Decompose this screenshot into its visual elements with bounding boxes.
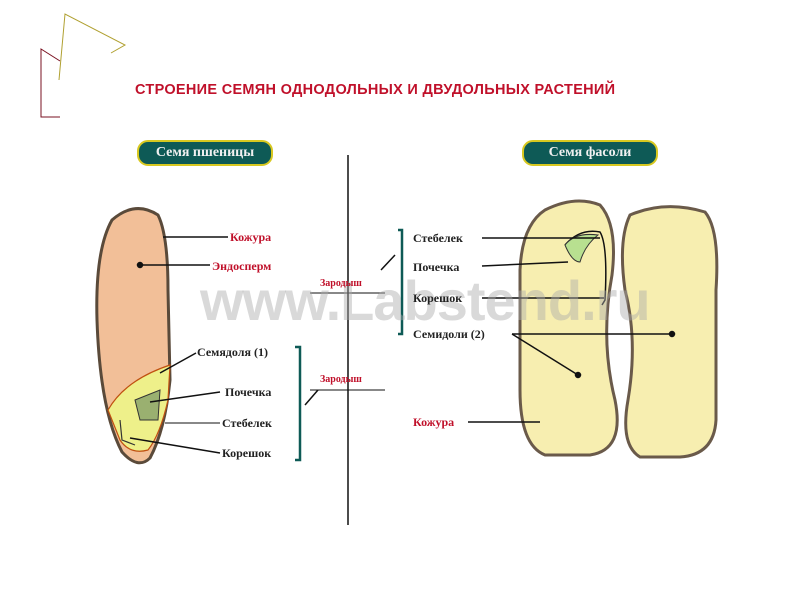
bean-root-label: Корешок	[413, 291, 463, 305]
bean-stem-label: Стебелек	[413, 231, 463, 245]
wheat-embryo-label: Зародыш	[320, 374, 362, 385]
wheat-root-label: Корешок	[222, 446, 272, 460]
page-title: СТРОЕНИЕ СЕМЯН ОДНОДОЛЬНЫХ И ДВУДОЛЬНЫХ …	[135, 82, 616, 98]
wheat-coat-label: Кожура	[230, 230, 272, 244]
wheat-cotyledon-label: Семядоля (1)	[197, 345, 268, 359]
wheat-endosperm-label: Эндосперм	[212, 259, 272, 273]
wheat-bud-label: Почечка	[225, 385, 272, 399]
wheat-seed-illustration	[95, 207, 172, 465]
corner-decoration	[40, 13, 127, 118]
bean-coat-label: Кожура	[413, 415, 455, 429]
bean-embryo-label: Зародыш	[320, 278, 362, 289]
wheat-stem-label: Стебелек	[222, 416, 272, 430]
wheat-heading: Семя пшеницы	[137, 140, 273, 166]
watermark: www.Labstend.ru	[200, 269, 651, 332]
bean-bud-label: Почечка	[413, 260, 460, 274]
bean-heading: Семя фасоли	[522, 140, 658, 166]
bean-cotyledons-label: Семидоли (2)	[413, 327, 485, 341]
